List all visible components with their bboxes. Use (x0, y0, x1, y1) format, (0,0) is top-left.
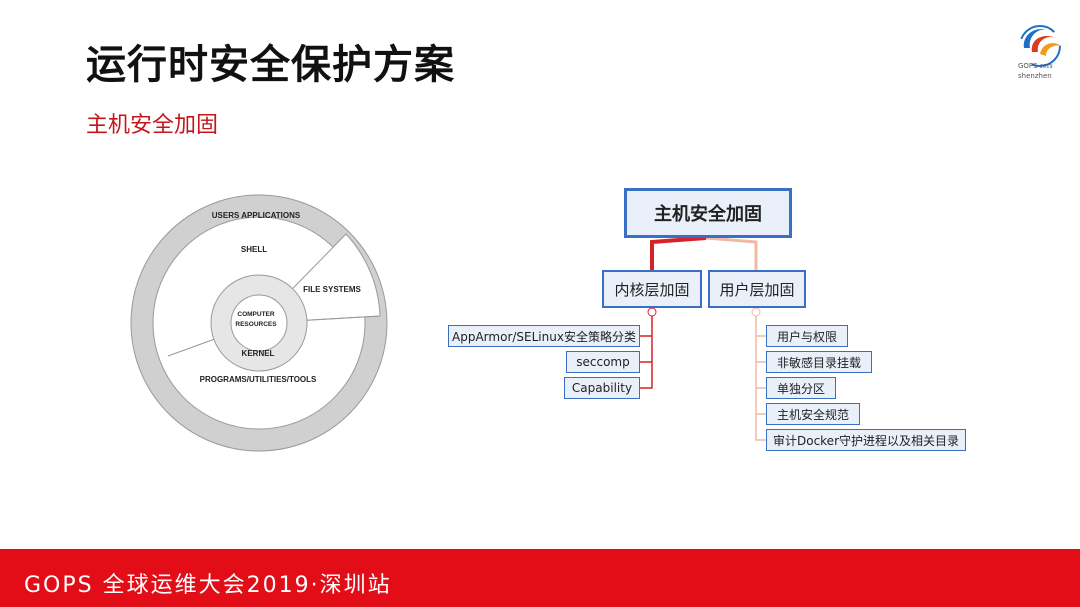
leaf-non-sensitive-mount[interactable]: 非敏感目录挂载 (766, 351, 872, 373)
hardening-mindmap: 主机安全加固 内核层加固 用户层加固 AppArmor/SELinux安全策略分… (440, 180, 980, 460)
slide-subtitle: 主机安全加固 (86, 113, 219, 138)
leaf-users-permissions[interactable]: 用户与权限 (766, 325, 848, 347)
label-kernel: KERNEL (242, 349, 275, 358)
collapse-left-icon (647, 307, 657, 317)
leaf-audit-docker[interactable]: 审计Docker守护进程以及相关目录 (766, 429, 966, 451)
gops-logo-icon (1019, 25, 1062, 67)
connector-left-trunk (640, 314, 653, 389)
logo-year: 2019 (1039, 64, 1053, 70)
branch-node-kernel[interactable]: 内核层加固 (602, 270, 702, 308)
label-resources: RESOURCES (235, 321, 277, 328)
branch-node-user[interactable]: 用户层加固 (708, 270, 806, 308)
os-layers-diagram: USERS APPLICATIONS SHELL FILE SYSTEMS CO… (130, 194, 388, 452)
footer-text: GOPS 全球运维大会2019·深圳站 (24, 573, 392, 598)
label-file-systems: FILE SYSTEMS (303, 285, 361, 294)
connector-root-left (650, 236, 707, 270)
label-programs: PROGRAMS/UTILITIES/TOOLS (200, 375, 317, 384)
leaf-separate-partition[interactable]: 单独分区 (766, 377, 836, 399)
leaf-host-security-spec[interactable]: 主机安全规范 (766, 403, 860, 425)
connector-root-right (705, 236, 758, 270)
leaf-apparmor-selinux[interactable]: AppArmor/SELinux安全策略分类 (448, 325, 640, 347)
leaf-capability[interactable]: Capability (564, 377, 640, 399)
logo-name: GOPS (1018, 62, 1038, 70)
connector-right-trunk (755, 314, 766, 441)
label-shell: SHELL (241, 245, 267, 254)
mindmap-connectors (640, 236, 766, 441)
footer-bar (0, 549, 1080, 607)
collapse-right-icon (751, 307, 761, 317)
slide-title: 运行时安全保护方案 (86, 42, 455, 88)
leaf-seccomp[interactable]: seccomp (566, 351, 640, 373)
root-node[interactable]: 主机安全加固 (624, 188, 792, 238)
core-disc (230, 294, 288, 352)
label-users-applications: USERS APPLICATIONS (212, 211, 301, 220)
logo-text: GOPS 2019 shenzhen (1018, 62, 1053, 81)
label-computer: COMPUTER (237, 311, 275, 318)
logo-city: shenzhen (1018, 72, 1052, 80)
